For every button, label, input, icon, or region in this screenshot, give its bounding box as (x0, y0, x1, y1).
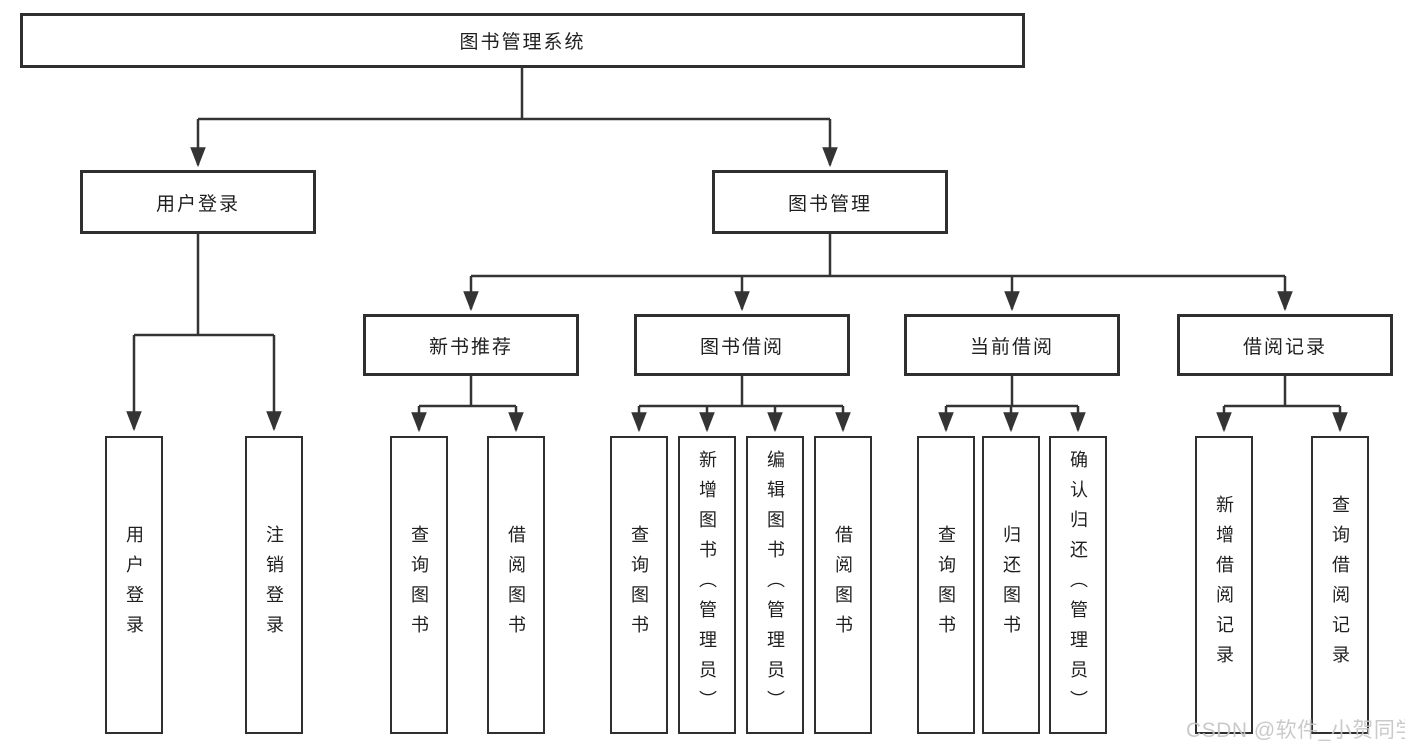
leaf-borrow-books: 借阅图书 (814, 436, 872, 734)
leaf-confirm-return-admin: 确认归还（管理员） (1049, 436, 1107, 734)
leaf-query-books-borrow: 查询图书 (610, 436, 668, 734)
node-borrow-records: 借阅记录 (1177, 314, 1393, 376)
leaf-add-borrow-record: 新增借阅记录 (1195, 436, 1253, 734)
leaf-edit-books-admin: 编辑图书（管理员） (746, 436, 804, 734)
leaf-borrow-books-recommend-label: 借阅图书 (506, 525, 526, 645)
node-current-borrow: 当前借阅 (904, 314, 1120, 376)
leaf-logout-login: 注销登录 (245, 436, 303, 734)
leaf-query-books-recommend-label: 查询图书 (409, 525, 429, 645)
leaf-query-books-borrow-label: 查询图书 (629, 525, 649, 645)
leaf-user-login: 用户登录 (105, 436, 163, 734)
node-new-book-recommend-label: 新书推荐 (428, 336, 513, 358)
node-user-login: 用户登录 (80, 170, 316, 234)
leaf-add-books-admin-label: 新增图书（管理员） (697, 450, 717, 720)
leaf-add-books-admin: 新增图书（管理员） (678, 436, 736, 734)
leaf-user-login-label: 用户登录 (124, 525, 144, 645)
node-new-book-recommend: 新书推荐 (363, 314, 579, 376)
node-book-management: 图书管理 (712, 170, 948, 234)
leaf-add-borrow-record-label: 新增借阅记录 (1214, 495, 1234, 675)
node-root-library-system: 图书管理系统 (20, 13, 1025, 68)
leaf-confirm-return-admin-label: 确认归还（管理员） (1068, 450, 1088, 720)
leaf-logout-login-label: 注销登录 (264, 525, 284, 645)
leaf-query-borrow-record-label: 查询借阅记录 (1330, 495, 1350, 675)
leaf-return-books: 归还图书 (982, 436, 1040, 734)
leaf-return-books-label: 归还图书 (1001, 525, 1021, 645)
leaf-borrow-books-recommend: 借阅图书 (487, 436, 545, 734)
leaf-borrow-books-label: 借阅图书 (833, 525, 853, 645)
csdn-watermark: CSDN @软件_小贺同学 (1186, 719, 1405, 742)
node-borrow-records-label: 借阅记录 (1242, 336, 1327, 358)
node-book-borrow: 图书借阅 (634, 314, 850, 376)
node-current-borrow-label: 当前借阅 (969, 336, 1054, 358)
node-root-label: 图书管理系统 (459, 32, 586, 53)
node-user-login-label: 用户登录 (155, 193, 240, 215)
leaf-query-borrow-record: 查询借阅记录 (1311, 436, 1369, 734)
node-book-management-label: 图书管理 (787, 193, 872, 215)
node-book-borrow-label: 图书借阅 (699, 336, 784, 358)
leaf-edit-books-admin-label: 编辑图书（管理员） (765, 450, 785, 720)
leaf-query-books-recommend: 查询图书 (390, 436, 448, 734)
leaf-query-books-current: 查询图书 (917, 436, 975, 734)
leaf-query-books-current-label: 查询图书 (936, 525, 956, 645)
